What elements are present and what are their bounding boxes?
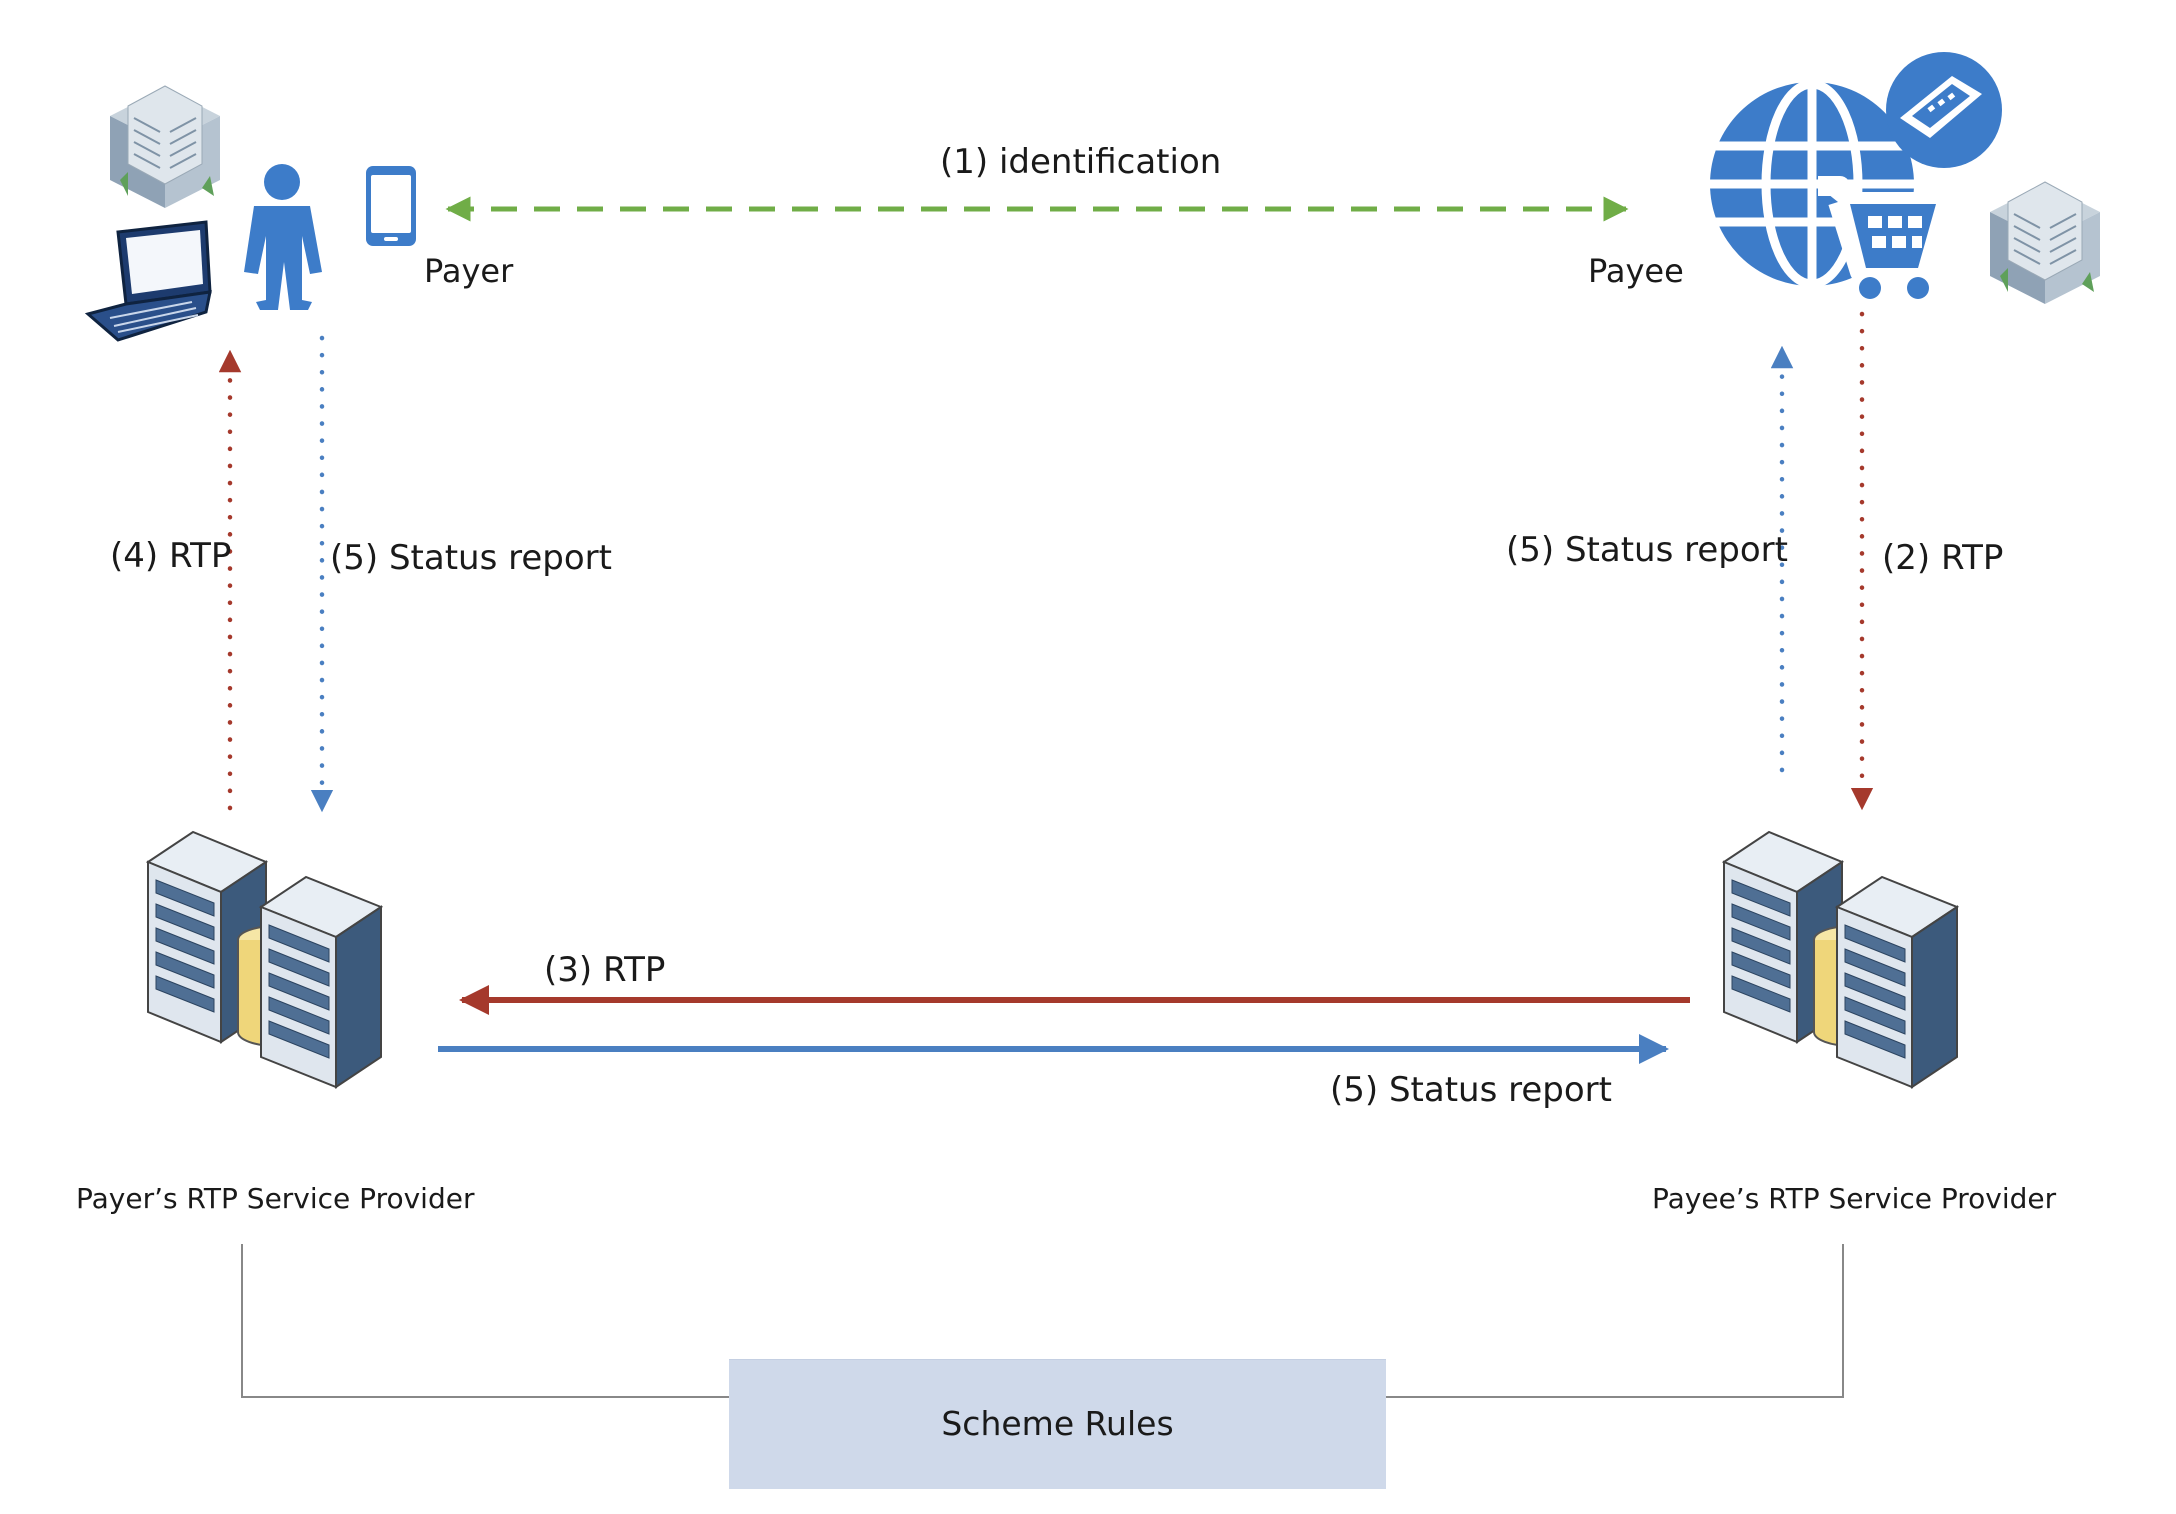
payer-label: Payer: [424, 252, 514, 290]
rtp-3-label: (3) RTP: [544, 950, 666, 990]
status-left-label: (5) Status report: [330, 538, 612, 578]
status-bottom-label: (5) Status report: [1330, 1070, 1612, 1110]
payee-provider-label: Payee’s RTP Service Provider: [1652, 1182, 2057, 1215]
scheme-rules-label: Scheme Rules: [941, 1404, 1174, 1443]
payer-provider-label: Payer’s RTP Service Provider: [76, 1182, 475, 1215]
laptop-icon: [84, 220, 212, 342]
server-icon: [147, 831, 382, 1088]
office-building-icon: [1989, 181, 2101, 305]
status-right-label: (5) Status report: [1506, 530, 1788, 570]
person-icon: [244, 164, 322, 310]
rtp-2-label: (2) RTP: [1882, 538, 2004, 578]
payer-scheme-connector: [241, 1244, 729, 1398]
office-building-icon: [109, 85, 221, 209]
identification-label: (1) identification: [940, 142, 1222, 182]
scheme-rules-box: Scheme Rules: [729, 1359, 1386, 1489]
rtp-4-label: (4) RTP: [110, 536, 232, 576]
globe-cart-icon: [1710, 79, 1948, 299]
payee-scheme-connector: [1386, 1244, 1844, 1398]
payee-label: Payee: [1588, 252, 1684, 290]
smartphone-icon: [366, 166, 416, 246]
card-terminal-icon: [1886, 52, 2002, 168]
server-icon: [1723, 831, 1958, 1088]
